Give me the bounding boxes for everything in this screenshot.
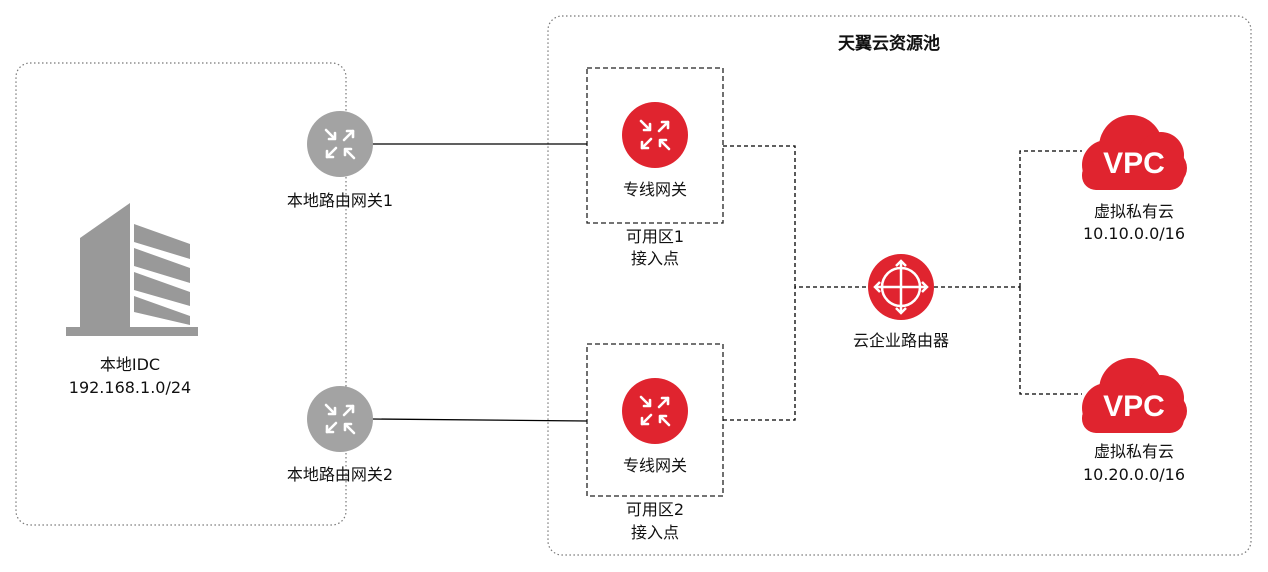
zone-2-gateway-label: 专线网关 [622,456,687,475]
zone-1-access: 接入点 [630,249,679,268]
idc-name: 本地IDC [99,355,161,374]
gateway-2-label: 本地路由网关2 [286,465,394,484]
pool-boundary [547,15,1252,556]
building-icon [66,203,198,336]
enterprise-router-icon [868,254,934,320]
vpc-1-cidr: 10.10.0.0/16 [1082,224,1186,243]
vpc-2-badge: VPC [1103,390,1165,423]
vpc-2-cloud-icon: VPC [1082,358,1187,433]
vpc-1-cloud-icon: VPC [1082,115,1187,190]
router-label: 云企业路由器 [852,331,949,350]
vpc-1-badge: VPC [1103,147,1165,180]
gateway-1-icon [307,111,373,177]
gateway-2-icon [307,386,373,452]
dedicated-gateway-1-icon [622,102,688,168]
vpc-2-cidr: 10.20.0.0/16 [1082,465,1186,484]
link-gw2-zone2 [371,418,588,422]
zone-2-name: 可用区2 [625,500,685,519]
zone-2-access: 接入点 [630,523,679,542]
zone-1-gateway-label: 专线网关 [622,180,687,199]
vpc-2-name: 虚拟私有云 [1093,442,1174,461]
idc-boundary [15,62,347,526]
gateway-1-label: 本地路由网关1 [286,191,394,210]
vpc-1-name: 虚拟私有云 [1093,202,1174,221]
link-zone2-router [723,287,796,421]
idc-cidr: 192.168.1.0/24 [68,378,192,397]
zone-1-box [586,67,724,224]
zone-1-name: 可用区1 [625,227,685,246]
dedicated-gateway-2-icon [622,378,688,444]
pool-title: 天翼云资源池 [838,34,940,54]
link-vpc1 [1019,150,1082,287]
link-zone1-router [723,145,869,288]
link-vpc2 [1019,287,1082,395]
